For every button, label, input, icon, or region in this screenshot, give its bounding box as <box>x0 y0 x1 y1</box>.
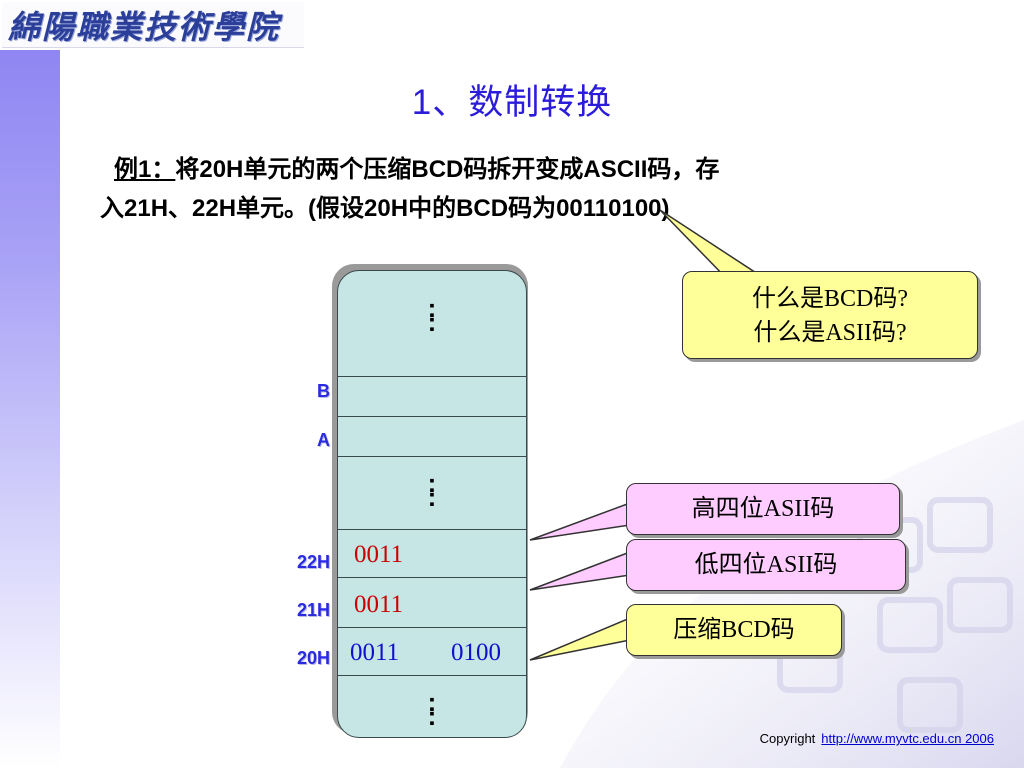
address-a: A <box>317 430 330 450</box>
row-divider <box>338 675 526 676</box>
ellipsis-top: :: <box>427 293 437 337</box>
cell-20h-high-value: 0011 <box>350 639 400 666</box>
callout-high-asii: 高四位ASII码 <box>626 483 900 535</box>
pointer-low-asii <box>529 550 631 591</box>
callout-asii-line: 什么是ASII码? <box>753 320 907 346</box>
ellipsis-bottom: :: <box>427 687 437 731</box>
row-divider <box>338 416 526 417</box>
problem-text-1: 将20H单元的两个压缩BCD码拆开变成ASCII码，存 <box>175 156 720 183</box>
callout-low-asii: 低四位ASII码 <box>626 539 906 591</box>
copyright-text: Copyright <box>759 731 816 746</box>
cell-21h-value: 0011 <box>354 591 404 618</box>
slide-title: 1、数制转换 <box>411 83 613 122</box>
institution-logo: 綿陽職業技術學院 <box>2 2 304 48</box>
address-21h: 21H <box>296 600 330 620</box>
row-divider <box>338 627 526 628</box>
address-22h: 22H <box>296 552 330 572</box>
row-divider <box>338 376 526 377</box>
problem-line-2: 入21H、22H单元。(假设20H中的BCD码为00110100) <box>100 195 670 222</box>
cell-22h-value: 0011 <box>354 541 404 568</box>
address-b: B <box>317 381 330 401</box>
pointer-high-asii <box>529 501 631 541</box>
memory-table: :: :: :: 0011 0011 0011 0100 <box>337 270 527 738</box>
footer-link[interactable]: http://www.myvtc.edu.cn 2006 <box>821 731 994 746</box>
footer-copyright: Copyright http://www.myvtc.edu.cn 2006 <box>760 731 994 746</box>
problem-statement: 例1：将20H单元的两个压缩BCD码拆开变成ASCII码，存 入21H、22H单… <box>100 150 980 228</box>
example-label: 例1： <box>114 156 176 183</box>
left-decorative-stripe <box>0 50 60 768</box>
callout-what-is-bcd: 什么是BCD码? 什么是ASII码? <box>682 271 978 359</box>
address-20h: 20H <box>296 648 330 668</box>
ellipsis-middle: :: <box>427 468 437 512</box>
cell-20h-low-value: 0100 <box>451 639 501 666</box>
row-divider <box>338 456 526 457</box>
pointer-packed-bcd <box>529 616 631 661</box>
callout-packed-bcd: 压缩BCD码 <box>626 604 842 656</box>
problem-line-1: 例1：将20H单元的两个压缩BCD码拆开变成ASCII码，存 <box>100 150 980 189</box>
row-divider <box>338 577 526 578</box>
row-divider <box>338 529 526 530</box>
callout-bcd-line: 什么是BCD码? <box>752 286 908 312</box>
